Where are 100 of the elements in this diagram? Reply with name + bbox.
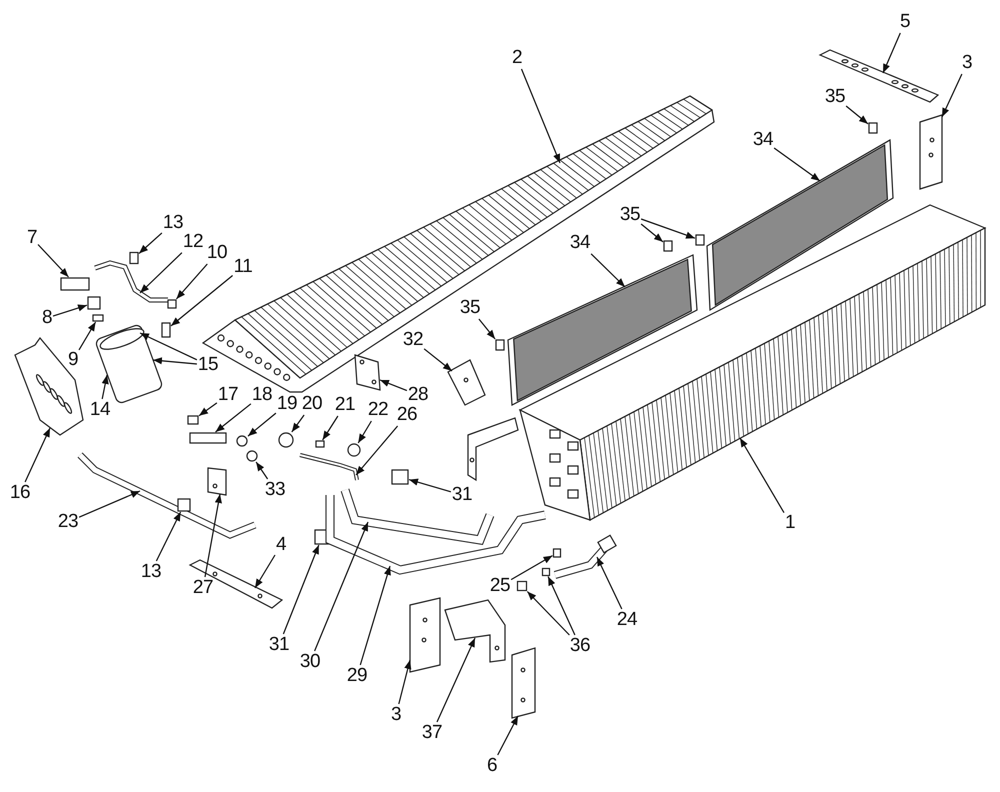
leader-line xyxy=(256,462,268,480)
leader-line xyxy=(198,402,218,416)
callout-number: 30 xyxy=(300,652,320,672)
refrigerant-hose xyxy=(554,534,617,579)
callout-number: 32 xyxy=(402,330,424,350)
callout-number: 35 xyxy=(620,205,640,225)
callout-number: 9 xyxy=(68,350,78,370)
leader-line xyxy=(497,716,519,756)
leader-line xyxy=(590,253,626,288)
callout-number: 13 xyxy=(140,562,162,582)
leader-line xyxy=(140,252,182,294)
leader-line xyxy=(510,555,553,580)
leader-line xyxy=(436,638,476,722)
refrigerant-tube xyxy=(300,453,359,480)
mounting-bracket xyxy=(188,559,284,609)
fitting-block xyxy=(189,432,227,444)
callout-number: 22 xyxy=(368,400,388,420)
fitting xyxy=(552,548,562,558)
leader-line xyxy=(52,304,88,317)
nut xyxy=(516,580,528,592)
nut xyxy=(167,299,177,309)
leader-line xyxy=(596,556,622,610)
leader-line xyxy=(478,318,496,340)
leader-line xyxy=(941,74,962,118)
leader-line xyxy=(774,148,820,182)
leader-line xyxy=(78,490,140,518)
leader-line xyxy=(314,522,369,652)
tee-fitting xyxy=(60,277,90,291)
callout-number: 2 xyxy=(512,48,522,68)
leader-line xyxy=(282,544,320,634)
leader-line xyxy=(38,244,69,278)
callout-number: 27 xyxy=(192,578,214,598)
callout-number: 20 xyxy=(302,394,322,414)
callout-number: 26 xyxy=(396,405,418,425)
leader-line xyxy=(102,374,109,400)
leader-line xyxy=(78,322,96,350)
callout-number: 18 xyxy=(252,385,272,405)
leader-line xyxy=(548,576,576,636)
callout-number: 7 xyxy=(26,228,38,248)
leader-line xyxy=(248,412,276,437)
valve xyxy=(161,322,171,338)
callout-number: 11 xyxy=(234,257,252,277)
mounting-bracket xyxy=(511,647,536,719)
leader-line xyxy=(356,426,398,476)
leader-line xyxy=(380,379,408,392)
leader-line xyxy=(215,403,252,432)
callout-number: 19 xyxy=(276,394,298,414)
clamp xyxy=(391,469,409,485)
leader-line xyxy=(739,438,785,513)
leader-line xyxy=(398,660,412,704)
mounting-bracket xyxy=(919,114,943,190)
leader-line xyxy=(360,566,391,666)
fitting xyxy=(542,568,550,576)
callout-number: 4 xyxy=(276,535,286,555)
leader-line xyxy=(254,554,276,588)
valve xyxy=(278,432,294,448)
leader-line xyxy=(408,478,452,492)
leader-line xyxy=(526,591,570,636)
refrigerant-tube xyxy=(94,260,168,302)
seal-ring xyxy=(92,314,104,322)
callout-number: 31 xyxy=(268,635,290,655)
callout-number: 31 xyxy=(452,485,472,505)
callout-number: 36 xyxy=(570,636,590,656)
mounting-bracket xyxy=(444,599,506,663)
leader-line xyxy=(24,428,51,482)
callout-number: 5 xyxy=(900,12,910,32)
fitting xyxy=(187,415,199,425)
callout-number: 15 xyxy=(198,355,218,375)
leader-line xyxy=(156,512,182,562)
callout-number: 28 xyxy=(408,385,428,405)
callout-number: 34 xyxy=(752,130,774,150)
mounting-bracket xyxy=(447,359,519,482)
nut xyxy=(236,435,248,447)
valve xyxy=(347,443,361,457)
clip xyxy=(495,339,505,351)
callout-number: 35 xyxy=(460,298,480,318)
leader-line xyxy=(358,420,372,444)
callout-number: 3 xyxy=(390,705,402,725)
callout-number: 10 xyxy=(206,243,228,263)
cover-plate xyxy=(354,354,381,391)
leader-line xyxy=(640,224,664,242)
callout-number: 17 xyxy=(218,385,238,405)
callout-number: 35 xyxy=(824,87,846,107)
bracket-strip xyxy=(818,49,940,103)
callout-number: 8 xyxy=(42,308,52,328)
callout-number: 16 xyxy=(10,483,30,503)
clip xyxy=(663,240,673,252)
callout-number: 25 xyxy=(490,576,510,596)
fitting xyxy=(87,296,101,310)
callout-number: 29 xyxy=(346,666,368,686)
refrigerant-tube xyxy=(340,488,494,546)
clip xyxy=(695,234,705,246)
leader-line xyxy=(424,348,452,372)
callout-number: 14 xyxy=(90,400,110,420)
callout-number: 3 xyxy=(962,53,972,73)
callout-number: 37 xyxy=(422,723,442,743)
leader-line xyxy=(170,275,233,326)
leader-line xyxy=(882,32,901,74)
leader-line xyxy=(640,218,696,239)
cap xyxy=(129,252,139,264)
